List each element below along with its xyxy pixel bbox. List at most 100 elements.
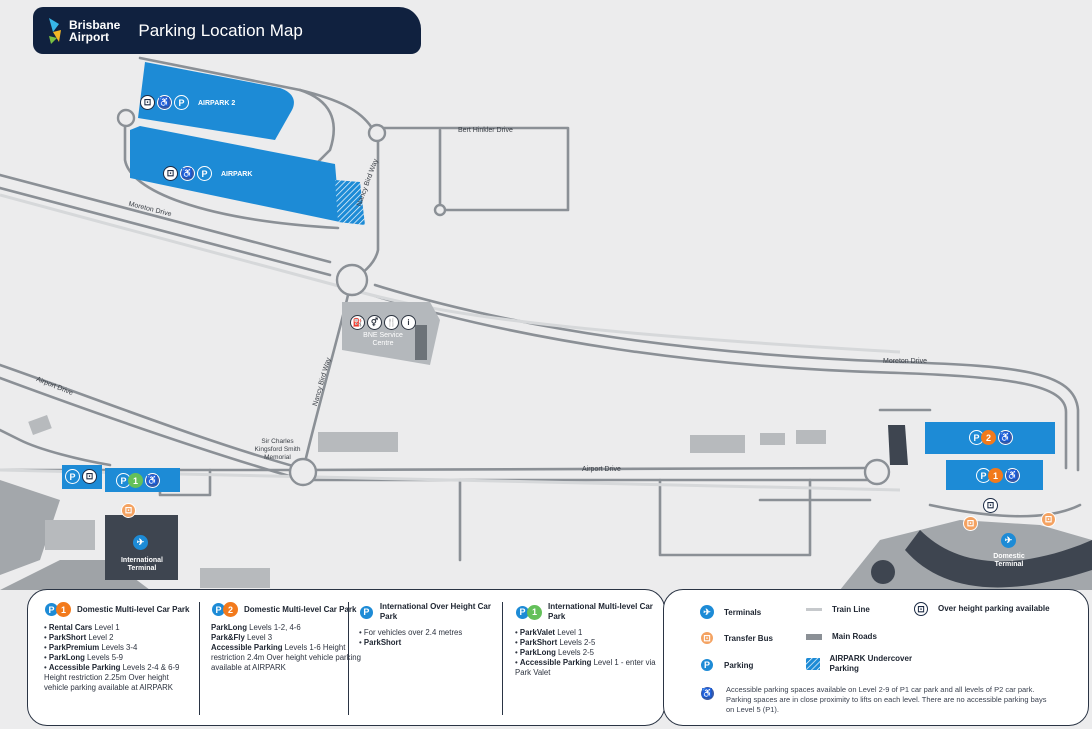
legend-list-item: • ParkShort Levels 2-5 <box>515 638 596 647</box>
bert-hinkler-drive <box>376 126 570 212</box>
legend-list-item: ParkLong Levels 1-2, 4-6 <box>211 623 361 633</box>
accessible-icon: ♿ <box>1005 468 1020 483</box>
legend-item-label: ParkLong <box>48 653 85 662</box>
label-international-terminal: International Terminal <box>120 557 163 572</box>
parking-icon: P <box>211 602 226 617</box>
accessible-icon: ♿ <box>700 686 715 701</box>
legend-item-value: Level 3 <box>244 633 273 642</box>
domestic-terminal-marker: ✈ <box>1001 533 1016 548</box>
legend-item-label: ParkValet <box>519 628 556 637</box>
roundabout-domestic <box>863 458 891 486</box>
legend-item-value: Levels 2-5 <box>557 638 596 647</box>
legend-list-item: • Accessible Parking Levels 2-4 & 6-9 He… <box>44 663 180 692</box>
legend-symbols: ✈ Terminals ⊡ Transfer Bus P Parking Tra… <box>663 589 1089 726</box>
legend-parking: P Parking <box>700 658 753 672</box>
legend-item-label: Park&Fly <box>211 633 245 642</box>
logo-mark-icon <box>47 16 63 46</box>
international-terminal-marker: ✈ <box>133 535 148 550</box>
label-kingsford-smith-memorial: Sir Charles Kingsford Smith Memorial <box>254 438 301 461</box>
legend-list-item: • ParkLong Levels 5-9 <box>44 653 124 662</box>
legend-list: • Rental Cars Level 1• ParkShort Level 2… <box>44 623 194 693</box>
legend-list-item: • Rental Cars Level 1 <box>44 623 120 632</box>
transfer-bus-icon: ⊡ <box>700 631 714 645</box>
domestic-transfer-bus-east: ⊡ <box>1041 512 1056 527</box>
brand-line-2: Airport <box>69 29 109 44</box>
tarmac-west <box>0 480 60 575</box>
legend-item-label: Rental Cars <box>48 623 93 632</box>
terminal-icon: ✈ <box>133 535 148 550</box>
accessible-parking-note: Accessible parking spaces available on L… <box>726 685 1047 714</box>
terminal-icon: ✈ <box>1001 533 1016 548</box>
legend-list-item: Accessible Parking Levels 1-6 Height res… <box>211 643 361 673</box>
domestic-over-height: ⊡ <box>983 498 998 513</box>
legend-list-item: • ParkValet Level 1 <box>515 628 583 637</box>
accessible-icon: ♿ <box>998 430 1013 445</box>
label-airpark2: AIRPARK 2 <box>198 100 236 107</box>
bus-icon: ⊡ <box>914 602 928 616</box>
legend-parking-label: Parking <box>724 660 754 670</box>
legend-over-height: ⊡ Over height parking available <box>914 602 1074 616</box>
roundabout-airpark <box>116 108 136 128</box>
legend-terminals-label: Terminals <box>724 607 762 617</box>
legend-item-label: ParkShort <box>519 638 558 647</box>
legend-main-roads-label: Main Roads <box>832 632 877 641</box>
parking-icon: P <box>197 166 212 181</box>
info-icon: i <box>401 315 416 330</box>
airpark-icons: ⊡ ♿ P <box>163 166 212 181</box>
brand-line-1: Brisbane <box>69 17 121 32</box>
legend-item-value: Level 1 <box>555 628 583 637</box>
page-title: Parking Location Map <box>138 20 303 40</box>
header-bar: Brisbane Airport Parking Location Map <box>33 7 421 54</box>
p1-badge: P 1 <box>44 602 71 617</box>
moreton-drive-east <box>373 283 1080 472</box>
label-domestic-terminal: Domestic Terminal <box>993 553 1025 568</box>
legend-list-item: • For vehicles over 2.4 metres <box>359 628 463 637</box>
bus-icon: ⊡ <box>82 469 97 484</box>
brisbane-airport-logo: Brisbane Airport <box>47 16 120 46</box>
roundabout-airport-drive <box>288 457 318 487</box>
apron-roundabout <box>871 560 895 584</box>
bus-icon: ⊡ <box>163 166 178 181</box>
airpark-lot <box>130 126 340 222</box>
p1-badge: P 1 <box>116 473 143 488</box>
international-transfer-bus: ⊡ <box>121 503 136 518</box>
airport-drive <box>298 466 872 472</box>
legend-divider <box>348 602 349 715</box>
service-centre-icons: ⛽ ⚥ 🍴 i <box>350 315 416 330</box>
legend-list: • For vehicles over 2.4 metres• ParkShor… <box>359 628 509 648</box>
label-airport-drive-center: Airport Drive <box>582 466 621 473</box>
legend-p1-domestic: P 1 Domestic Multi-level Car Park • Rent… <box>44 602 194 693</box>
legend-divider <box>199 602 200 715</box>
international-p1-icons: P 1 ♿ <box>116 473 160 488</box>
airpark2-icons: ⊡ ♿ P <box>140 95 189 110</box>
international-over-height-icons: P ⊡ <box>65 469 97 484</box>
transfer-bus-icon: ⊡ <box>1041 512 1056 527</box>
level-1-icon: 1 <box>988 468 1003 483</box>
legend-transfer-bus: ⊡ Transfer Bus <box>700 631 773 645</box>
legend-car-parks: P 1 Domestic Multi-level Car Park • Rent… <box>27 589 665 726</box>
p1-badge: P 1 <box>515 604 542 620</box>
legend-international-over-height: P International Over Height Car Park • F… <box>359 602 509 648</box>
legend-item-label: Accessible Parking <box>48 663 121 672</box>
airpark2-lot <box>138 62 294 140</box>
legend-over-height-label: Over height parking available <box>938 604 1050 613</box>
domestic-p2-icons: P 2 ♿ <box>969 430 1013 445</box>
legend-main-roads: Main Roads <box>806 632 877 641</box>
legend-airpark-undercover-label: AIRPARK Undercover Parking <box>829 654 913 673</box>
legend-title: International Multi-level Car Park <box>548 602 653 621</box>
legend-item-label: Accessible Parking <box>211 643 283 652</box>
legend-item-label: ParkShort <box>363 638 402 647</box>
level-1-icon: 1 <box>56 602 71 617</box>
accessible-icon: ♿ <box>180 166 195 181</box>
airpark-undercover <box>335 180 365 225</box>
label-bert-hinkler-drive: Bert Hinkler Drive <box>458 127 513 134</box>
legend-list-item: • ParkShort <box>359 638 402 647</box>
legend-train-line-label: Train Line <box>832 605 870 614</box>
roundabout-moreton <box>335 263 369 297</box>
roundabout-bert-hinkler <box>367 123 387 143</box>
train-line <box>0 193 901 354</box>
bus-icon: ⊡ <box>983 498 998 513</box>
legend-list-item: Park&Fly Level 3 <box>211 633 361 643</box>
